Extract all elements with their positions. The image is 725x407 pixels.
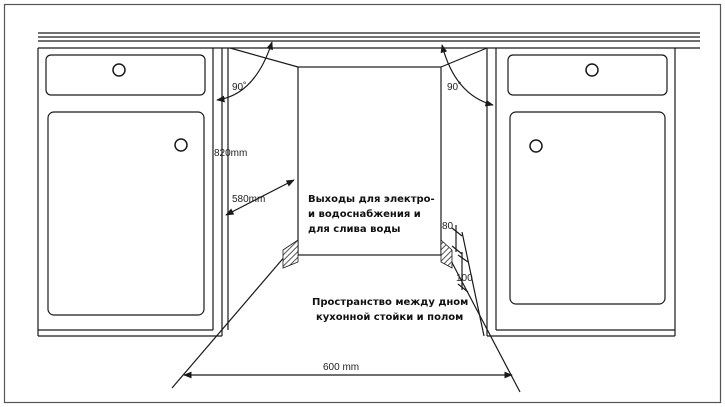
- outlets-note-line-1: Выходы для электро-: [308, 194, 435, 205]
- right-drawer-knob: [585, 63, 599, 77]
- width-label: 600 mm: [323, 362, 359, 373]
- outlets-note-line-2: и водоснабжения и: [308, 208, 421, 220]
- depth-label: 580mm: [232, 194, 265, 205]
- angle-label-right: 90˚: [447, 81, 461, 93]
- left-drawer-knob: [112, 63, 126, 77]
- right-cabinet: [486, 48, 676, 337]
- outlets-note-line-3: для слива воды: [308, 224, 400, 235]
- height-label: 820mm: [214, 148, 247, 159]
- angle-arc-left: [216, 41, 273, 103]
- left-cabinet: [37, 48, 223, 337]
- outer-frame: [3, 3, 722, 404]
- angle-label-left: 90˚: [232, 81, 246, 93]
- space-note-line-1: Пространство между дном: [312, 297, 468, 308]
- space-note: Пространство между дном кухонной стойки …: [312, 297, 468, 323]
- right-door: [509, 111, 666, 305]
- niche-back-wall: [297, 66, 442, 256]
- depth-dimension-line: [225, 179, 295, 216]
- right-door-knob: [529, 139, 543, 153]
- left-door-knob: [174, 138, 188, 152]
- left-door: [47, 111, 205, 316]
- countertop: [38, 32, 700, 49]
- right-floor-gap: [440, 239, 453, 269]
- space-note-line-2: кухонной стойки и полом: [316, 312, 463, 323]
- left-drawer: [45, 54, 206, 96]
- dim-100-label: 100: [456, 273, 473, 284]
- left-floor-gap: [282, 239, 299, 269]
- dim-80-label: 80: [442, 221, 454, 232]
- outlets-note: Выходы для электро- и водоснабжения и дл…: [308, 194, 435, 235]
- right-drawer: [507, 54, 668, 96]
- angle-arc-right: [440, 44, 494, 107]
